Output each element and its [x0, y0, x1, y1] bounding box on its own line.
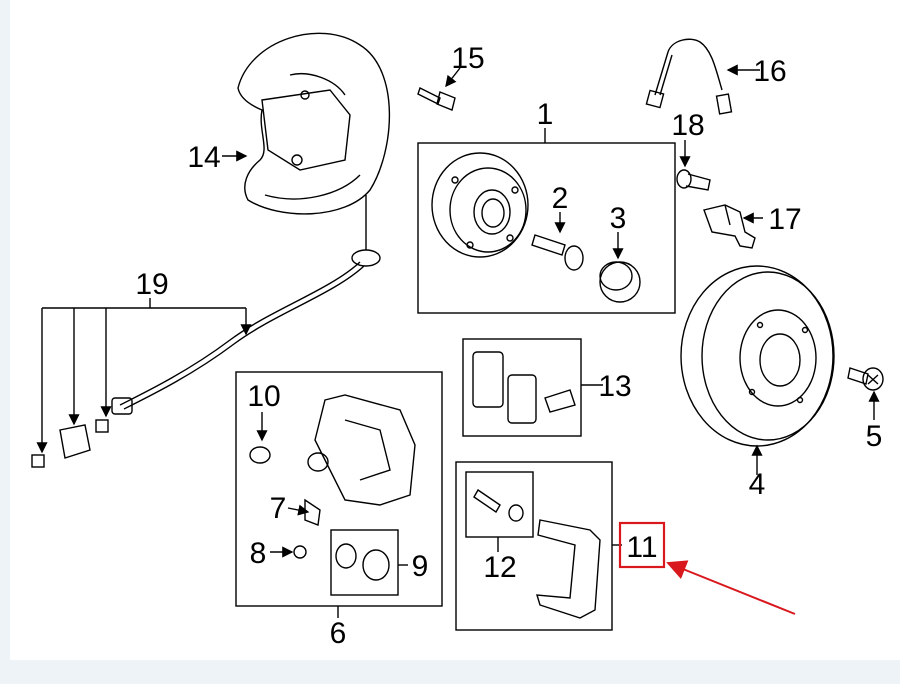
label-part-8: 8	[250, 537, 267, 570]
caliper-bracket-drawing	[536, 519, 601, 619]
label-part-16: 16	[753, 55, 786, 88]
label-part-13: 13	[598, 370, 631, 403]
hub-kit-box	[417, 142, 676, 314]
bracket-kit-box	[455, 461, 613, 631]
label-part-5: 5	[866, 420, 883, 453]
wheel-stud-drawing	[531, 234, 584, 271]
label-part-19: 19	[135, 268, 168, 301]
bolt-drawing	[417, 87, 456, 111]
label-part-7: 7	[270, 492, 287, 525]
guide-pin-drawing	[473, 488, 524, 522]
label-part-12: 12	[483, 551, 516, 584]
label-part-15: 15	[451, 42, 484, 75]
guide-pin-box	[465, 471, 534, 538]
label-part-18: 18	[671, 109, 704, 142]
leader-lines	[36, 64, 880, 618]
dust-cap-drawing	[599, 261, 641, 303]
abs-sensor-drawing	[31, 195, 381, 468]
backing-plate-drawing	[237, 32, 391, 215]
brake-hose-drawing	[645, 38, 733, 115]
label-part-2: 2	[552, 182, 569, 215]
label-part-4: 4	[749, 468, 766, 501]
brake-pads-drawing	[472, 351, 576, 424]
label-part-10: 10	[247, 380, 280, 413]
diagram-canvas	[10, 0, 900, 660]
hub-drawing	[431, 152, 529, 258]
label-part-1: 1	[537, 98, 554, 131]
label-part-6: 6	[330, 617, 347, 650]
pad-kit-box	[462, 338, 582, 437]
highlight-box-part-11	[618, 521, 666, 569]
caliper-drawing	[249, 394, 416, 559]
label-part-3: 3	[610, 202, 627, 235]
rotor-screw-drawing	[847, 367, 884, 391]
seal-kit-box	[330, 529, 399, 596]
label-part-17: 17	[768, 203, 801, 236]
small-bolt-drawing	[676, 169, 711, 191]
caliper-kit-box	[235, 371, 443, 607]
label-part-14: 14	[187, 141, 220, 174]
highlight-arrow	[666, 560, 796, 615]
piston-seal-drawing	[335, 543, 390, 581]
label-part-11: 11	[626, 531, 657, 564]
label-part-9: 9	[412, 550, 429, 583]
bracket-drawing	[703, 204, 756, 249]
brake-rotor-drawing	[680, 265, 835, 447]
footer-bar	[0, 660, 900, 684]
